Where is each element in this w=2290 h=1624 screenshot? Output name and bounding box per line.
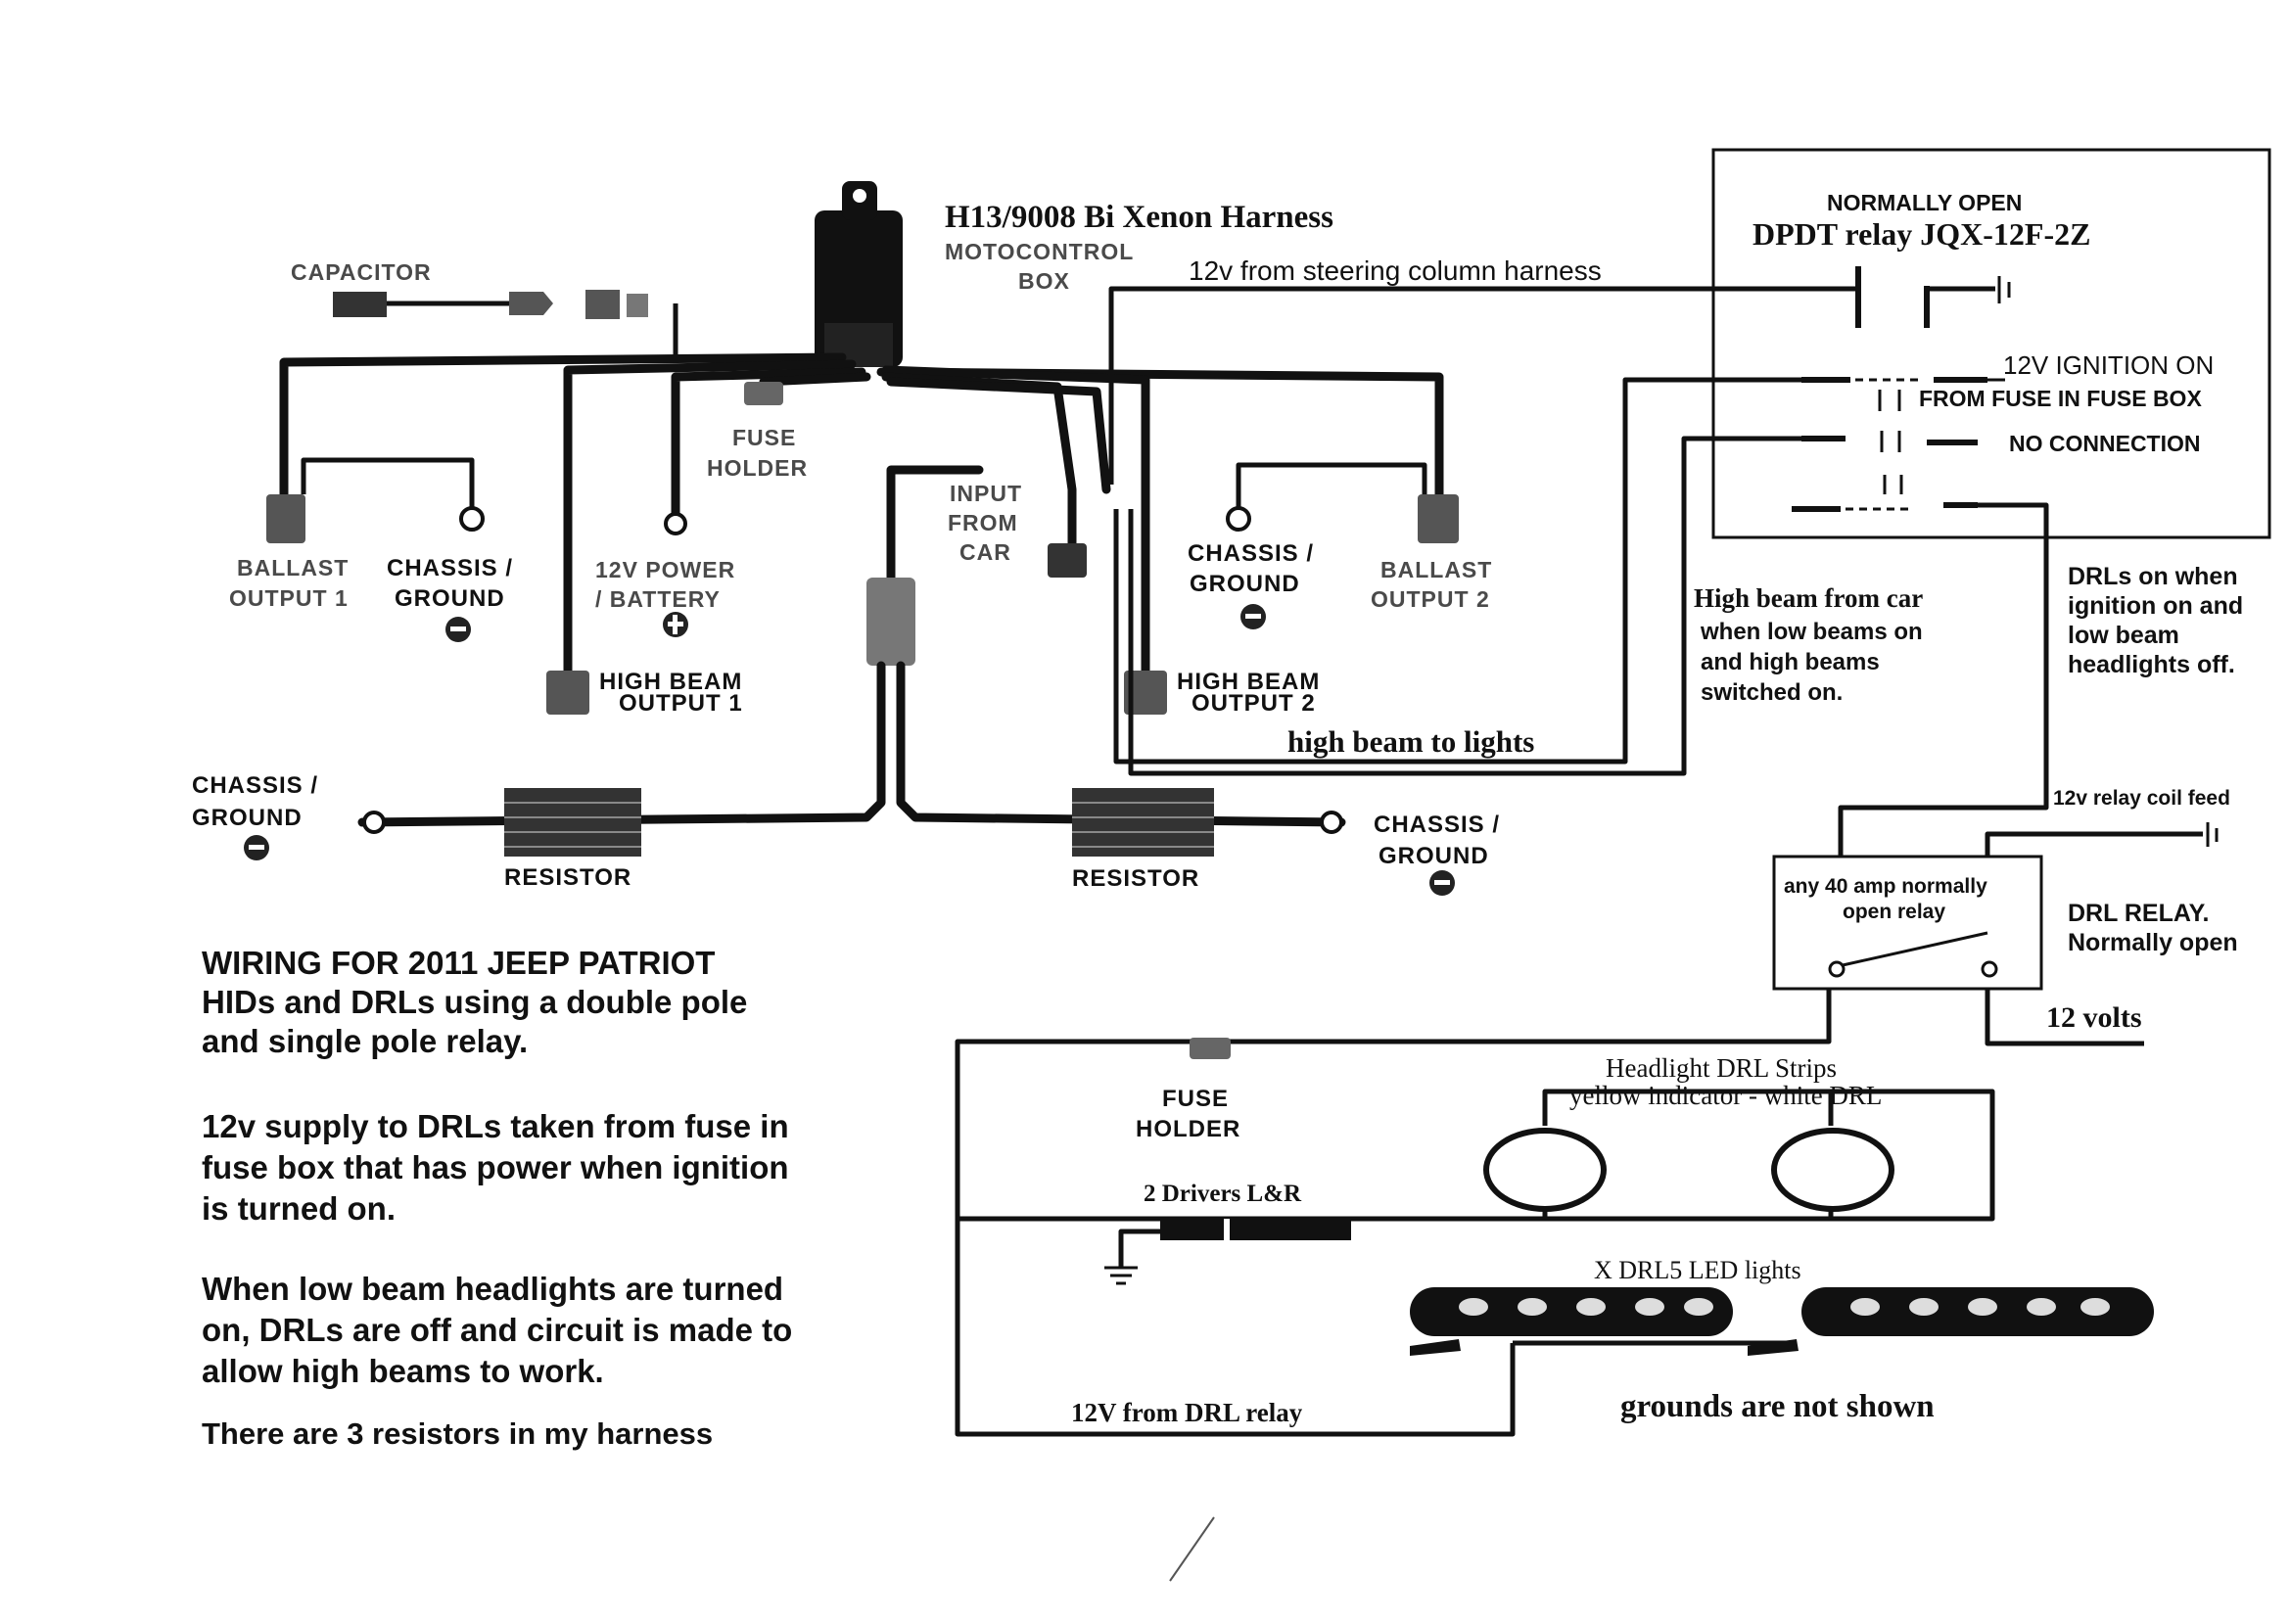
high-beam-output-1-label: HIGH BEAM xyxy=(599,669,742,695)
ignition-on-label: 12V IGNITION ON xyxy=(2003,350,2214,380)
chassis-ground-1-label: CHASSIS / xyxy=(387,555,513,581)
drl-fuse-holder-icon xyxy=(1190,1038,1231,1059)
led-bar-left xyxy=(1410,1287,1733,1336)
ballast-output-1-num: OUTPUT 1 xyxy=(229,585,349,611)
power-terminal-icon xyxy=(664,512,687,535)
dpdt-contacts xyxy=(1792,377,2005,512)
notes-low-line3: allow high beams to work. xyxy=(202,1353,604,1389)
drivers xyxy=(1160,1219,1351,1240)
harness-wire-power xyxy=(671,367,866,529)
notes-resistors: There are 3 resistors in my harness xyxy=(202,1416,714,1451)
motocontrol-box-label: BOX xyxy=(1018,268,1070,294)
notes-low-line2: on, DRLs are off and circuit is made to xyxy=(202,1312,793,1348)
input-from-label: FROM xyxy=(948,510,1018,535)
chassis-ground-3-label: CHASSIS / xyxy=(192,772,318,799)
input-label: INPUT xyxy=(950,481,1022,506)
drl-strips-label2: yellow indicator - white DRL xyxy=(1569,1081,1882,1110)
dpdt-relay-box xyxy=(1711,148,2271,539)
high-beam-output-2-connector xyxy=(1124,671,1167,715)
drl-relay-normally-open: Normally open xyxy=(2068,929,2238,956)
resistor-2 xyxy=(1072,788,1214,857)
coil-feed-label: 12v relay coil feed xyxy=(2053,787,2230,810)
relay-inner-label2: open relay xyxy=(1843,901,1945,923)
drl-relay-box xyxy=(1772,855,2043,991)
notes-title-line3: and single pole relay. xyxy=(202,1023,529,1059)
no-connection-label: NO CONNECTION xyxy=(2009,431,2201,456)
high-beam-from-car-wire xyxy=(1128,436,1801,776)
notes-low-line1: When low beam headlights are turned xyxy=(202,1271,784,1307)
chassis-ground-2-label: CHASSIS / xyxy=(1188,540,1314,567)
drls-on-line2: ignition on and xyxy=(2068,592,2243,620)
drivers-label: 2 Drivers L&R xyxy=(1144,1181,1302,1207)
high-beam-from-car-line3: and high beams xyxy=(1701,649,1880,675)
chassis-ground-3-label2: GROUND xyxy=(192,805,303,831)
resistor-1-label: RESISTOR xyxy=(504,864,631,891)
center-connector xyxy=(866,578,915,666)
ballast-output-2-label: BALLAST xyxy=(1380,557,1492,582)
notes-title-line2: HIDs and DRLs using a double pole xyxy=(202,984,748,1020)
motocontrol-label: MOTOCONTROL xyxy=(945,239,1134,264)
resistor-2-label: RESISTOR xyxy=(1072,865,1199,892)
input-car-label: CAR xyxy=(959,539,1011,565)
high-beam-to-lights-label: high beam to lights xyxy=(1287,724,1534,759)
grounds-label: grounds are not shown xyxy=(1620,1389,1935,1424)
chassis-ground-2-label2: GROUND xyxy=(1190,571,1300,597)
power-battery-label: / BATTERY xyxy=(595,586,721,612)
twelve-volts-label: 12 volts xyxy=(2046,1001,2142,1034)
harness-wire-highbeam2 xyxy=(881,365,1150,680)
notes-supply-line3: is turned on. xyxy=(202,1190,396,1227)
chassis-ground-4-label2: GROUND xyxy=(1379,843,1489,869)
ballast-output-2-num: OUTPUT 2 xyxy=(1371,586,1490,612)
high-beam-output-2-label: HIGH BEAM xyxy=(1177,669,1320,695)
chassis-ground-1-label2: GROUND xyxy=(395,585,505,612)
drl-fuse-holder-label: HOLDER xyxy=(1136,1116,1240,1142)
capacitor xyxy=(333,290,648,319)
high-beam-output-1-connector xyxy=(546,671,589,715)
ballast-output-2-connector xyxy=(1418,494,1459,543)
motocontrol-box xyxy=(815,181,903,367)
high-beam-from-car-line2: when low beams on xyxy=(1700,619,1923,645)
dpdt-normally-open-label: NORMALLY OPEN xyxy=(1827,190,2022,215)
headlight-drl-strip-left xyxy=(1483,1128,1607,1212)
from-fuse-label: FROM FUSE IN FUSE BOX xyxy=(1919,386,2202,411)
resistor-1 xyxy=(504,788,641,857)
notes-supply-line1: 12v supply to DRLs taken from fuse in xyxy=(202,1108,789,1144)
drl-fuse-label: FUSE xyxy=(1162,1086,1229,1112)
high-beam-output-2-num: OUTPUT 2 xyxy=(1192,690,1316,717)
fuse-label: FUSE xyxy=(732,425,796,450)
headlight-drl-strip-right xyxy=(1771,1128,1894,1212)
relay-inner-label: any 40 amp normally xyxy=(1784,875,1987,898)
notes-title-line1: WIRING FOR 2011 JEEP PATRIOT xyxy=(202,945,716,981)
harness-wire-left xyxy=(279,352,847,514)
from-drl-relay-label: 12V from DRL relay xyxy=(1071,1398,1303,1427)
capacitor-label: CAPACITOR xyxy=(291,259,432,285)
harness-title: H13/9008 Bi Xenon Harness xyxy=(945,200,1333,235)
harness-wire-highbeam1 xyxy=(563,359,857,680)
drls-on-line3: low beam xyxy=(2068,622,2179,649)
drls-on-label: DRLs on when xyxy=(2068,563,2238,590)
fuse-holder-icon xyxy=(744,382,783,405)
dpdt-relay-label: DPDT relay JQX-12F-2Z xyxy=(1753,216,2090,252)
drl-relay-label: DRL RELAY. xyxy=(2068,900,2209,927)
high-beam-to-lights-wire xyxy=(1113,377,1801,765)
steering-column-label: 12v from steering column harness xyxy=(1189,255,1602,286)
drl-strips-label: Headlight DRL Strips xyxy=(1606,1053,1837,1083)
ballast-output-1-label: BALLAST xyxy=(237,555,349,580)
high-beam-from-car-label: High beam from car xyxy=(1694,583,1923,613)
power-label: 12V POWER xyxy=(595,557,735,582)
drls-on-line4: headlights off. xyxy=(2068,651,2235,678)
chassis-ground-4-label: CHASSIS / xyxy=(1374,812,1500,838)
led-lights-label: X DRL5 LED lights xyxy=(1594,1256,1801,1284)
fuse-holder-label: HOLDER xyxy=(707,455,808,481)
harness-wire-center xyxy=(886,377,1111,494)
high-beam-from-car-line4: switched on. xyxy=(1701,679,1843,706)
ballast-output-1-connector xyxy=(266,494,305,543)
input-connector xyxy=(1048,543,1087,578)
steering-wire xyxy=(1108,286,1860,485)
notes-supply-line2: fuse box that has power when ignition xyxy=(202,1149,789,1185)
high-beam-output-1-num: OUTPUT 1 xyxy=(619,690,743,717)
